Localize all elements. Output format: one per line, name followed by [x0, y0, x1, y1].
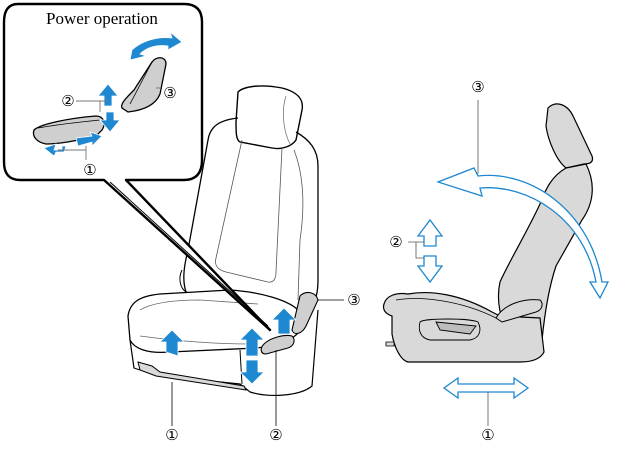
- headrest: [235, 85, 304, 150]
- inset-height-up-arrow: [97, 83, 119, 107]
- inset-callout-1: ①: [83, 163, 96, 179]
- side-callout-3: ③: [471, 80, 484, 96]
- front-view-arrows: [159, 307, 297, 385]
- side-slide-arrow: [442, 376, 530, 400]
- side-view-callouts: [408, 100, 489, 426]
- side-height-down-arrow: [416, 255, 444, 284]
- inset-height-down-arrow: [99, 111, 121, 133]
- recline-arrow: [271, 307, 297, 335]
- side-height-up-arrow: [416, 218, 444, 247]
- side-view-seat: [382, 103, 594, 363]
- side-recline-arrow: [436, 167, 610, 300]
- inset-callout-3: ③: [163, 86, 176, 102]
- slide-up-arrow: [159, 329, 185, 357]
- height-up-arrow: [239, 327, 265, 357]
- slide-bar: [137, 361, 247, 391]
- slide-height-switch: [260, 334, 295, 355]
- front-callout-1: ①: [165, 428, 178, 444]
- side-callout-2: ②: [389, 235, 402, 251]
- side-callout-1: ①: [481, 428, 494, 444]
- side-headrest: [545, 103, 594, 169]
- inset-title: Power operation: [46, 9, 158, 28]
- front-callout-3: ③: [347, 293, 360, 309]
- inset-slide-forward-arrow: [75, 131, 103, 147]
- inset-recline-arrow: [129, 30, 183, 61]
- side-armrest: [495, 299, 543, 323]
- front-view-callouts: [171, 299, 344, 426]
- inset-callout-2: ②: [61, 94, 74, 110]
- recline-switch: [291, 291, 319, 335]
- inset-border: [2, 2, 272, 332]
- power-operation-inset: Power operation ② ① ③: [2, 2, 272, 332]
- front-callout-2: ②: [269, 428, 282, 444]
- side-view-arrows: [416, 167, 610, 400]
- front-view-switches: [260, 291, 319, 355]
- height-down-arrow: [239, 359, 265, 385]
